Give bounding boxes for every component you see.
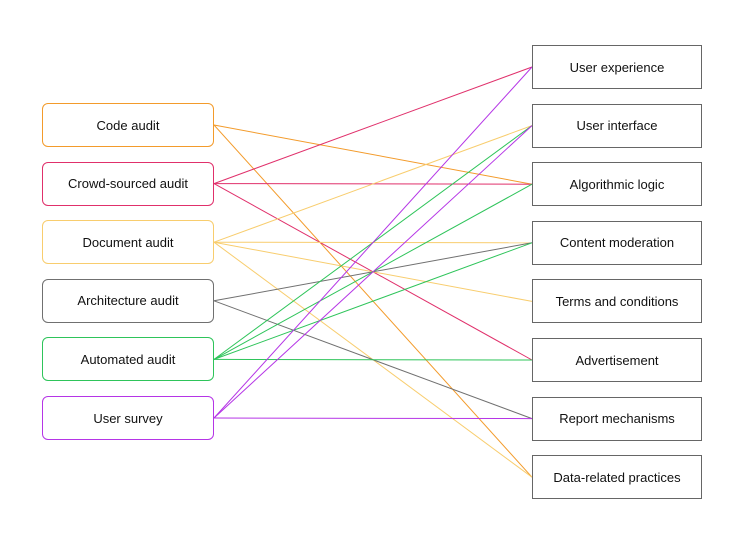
connector-survey-to-ux xyxy=(213,66,533,419)
method-code-audit: Code audit xyxy=(42,103,214,147)
target-advertisement: Advertisement xyxy=(532,338,702,382)
target-data-related-practices: Data-related practices xyxy=(532,455,702,500)
connector-survey-to-report xyxy=(213,417,533,420)
connector-code-to-algo xyxy=(213,124,533,185)
target-user-experience: User experience xyxy=(532,45,702,89)
target-user-interface: User interface xyxy=(532,103,702,148)
method-automated-audit: Automated audit xyxy=(42,337,214,382)
method-architecture-audit: Architecture audit xyxy=(42,278,214,323)
method-crowd-sourced-audit: Crowd-sourced audit xyxy=(42,161,214,206)
target-algorithmic-logic: Algorithmic logic xyxy=(532,162,702,207)
target-report-mechanisms: Report mechanisms xyxy=(532,396,702,441)
target-terms-and-conditions: Terms and conditions xyxy=(532,279,702,324)
connector-crowd-to-ux xyxy=(213,66,533,185)
connector-automated-to-content xyxy=(213,242,533,360)
method-document-audit: Document audit xyxy=(42,220,214,265)
connector-automated-to-ads xyxy=(213,358,533,361)
target-content-moderation: Content moderation xyxy=(532,220,702,265)
connector-document-to-ui xyxy=(213,125,533,243)
method-user-survey: User survey xyxy=(42,396,214,440)
connector-survey-to-ui xyxy=(213,125,533,419)
